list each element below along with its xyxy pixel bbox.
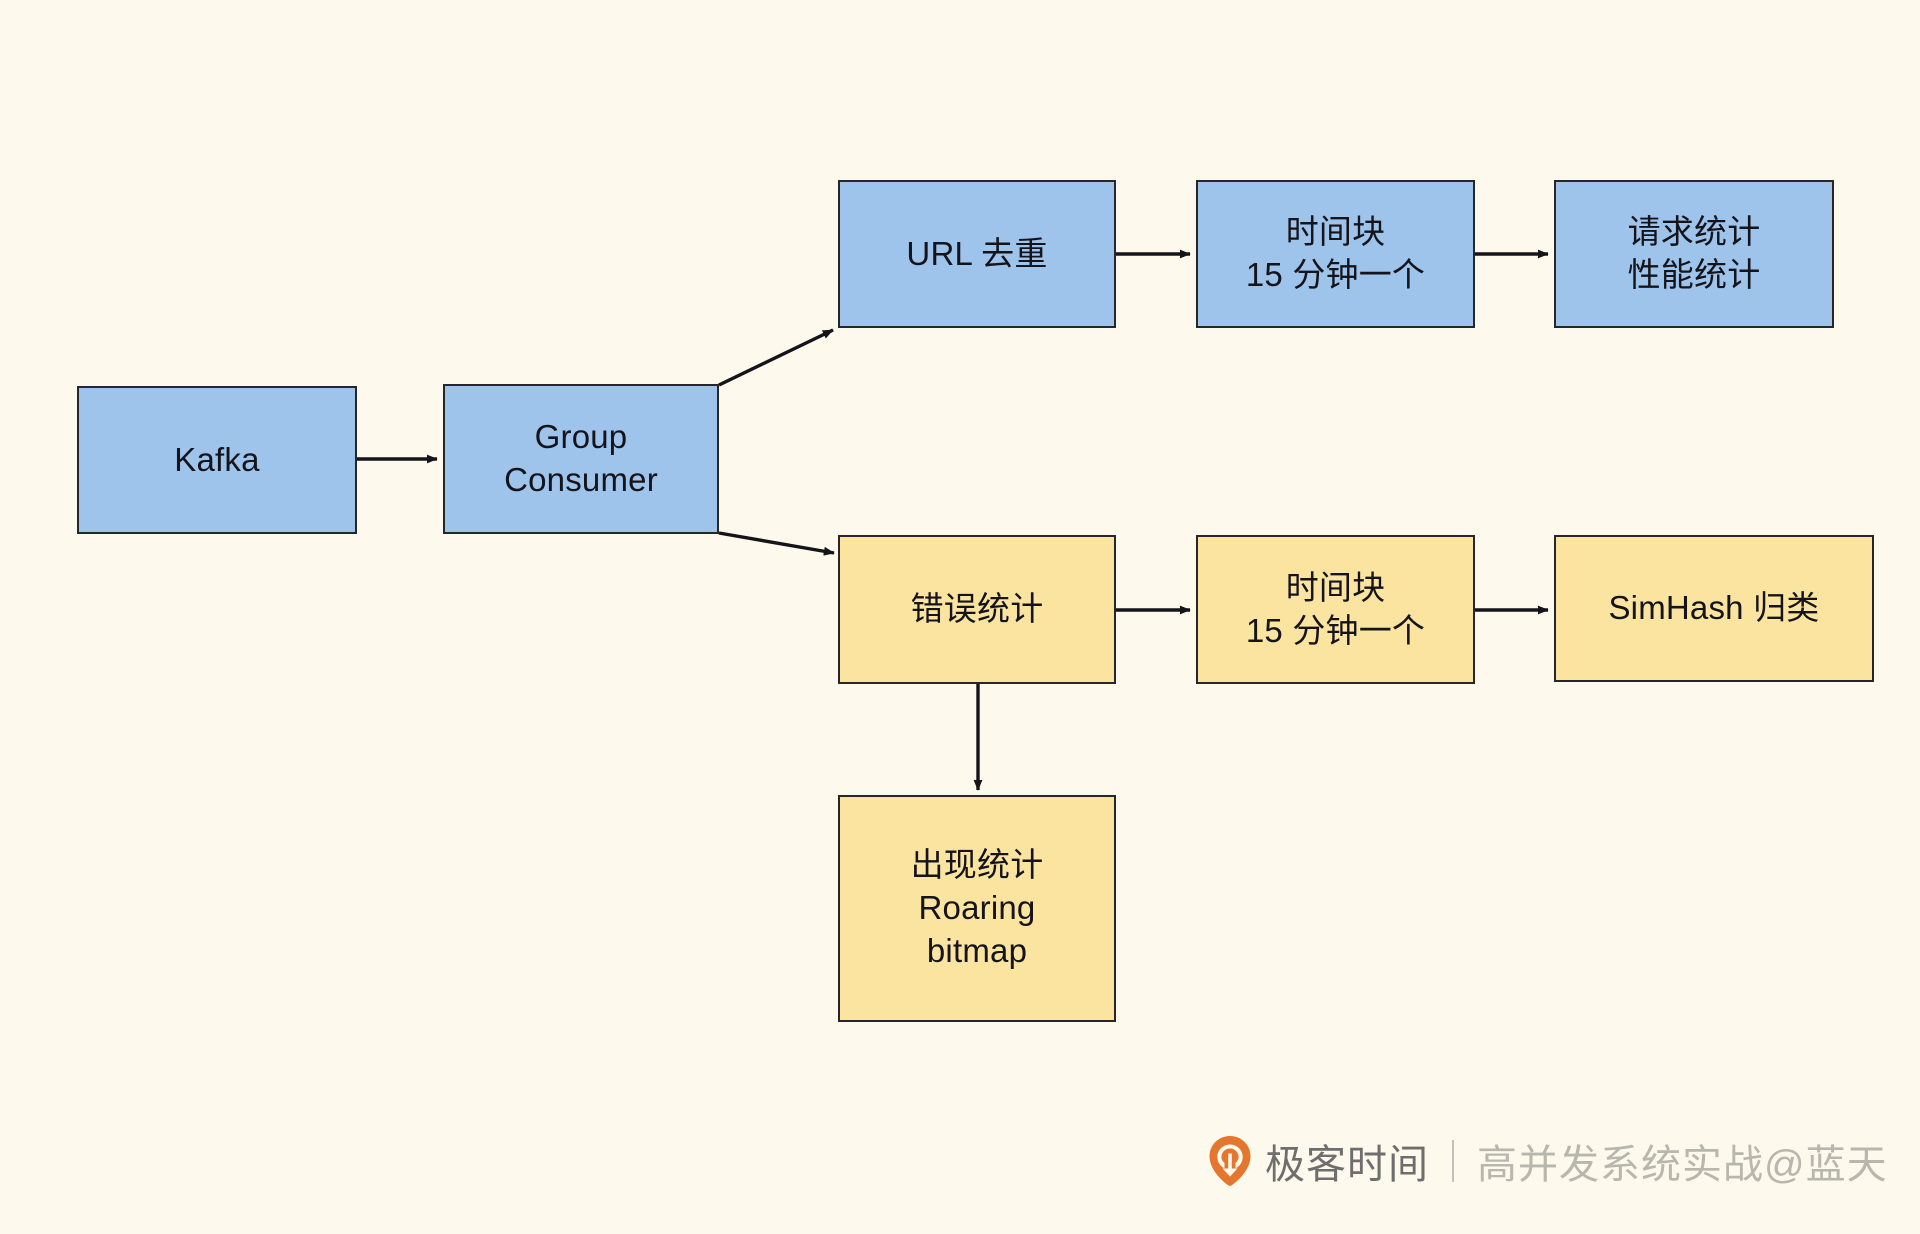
- node-timeblock-performance[interactable]: 时间块 15 分钟一个: [1196, 180, 1475, 328]
- node-kafka-label: Kafka: [174, 440, 260, 478]
- node-timeblock-performance-label-line1: 时间块: [1285, 213, 1386, 251]
- node-error-stats[interactable]: 错误统计: [838, 535, 1116, 684]
- node-timeblock-error[interactable]: 时间块 15 分钟一个: [1196, 535, 1475, 684]
- node-request-stats-label-line1: 请求统计: [1627, 213, 1761, 251]
- node-request-stats-label-line2: 性能统计: [1627, 256, 1761, 293]
- node-occurrence-stats-label-line1: 出现统计: [910, 846, 1044, 884]
- node-group-consumer-label-line1: Group: [534, 418, 628, 456]
- node-occurrence-stats-label-line2: Roaring: [918, 889, 1036, 927]
- node-url-dedupe-label: URL 去重: [906, 234, 1048, 272]
- watermark-brand: 极客时间: [1265, 1143, 1429, 1187]
- edge-group-consumer-to-error-stats: [718, 531, 835, 556]
- node-simhash-classify-label: SimHash 归类: [1608, 589, 1820, 627]
- node-occurrence-stats-label-line3: bitmap: [926, 931, 1028, 969]
- node-occurrence-stats[interactable]: 出现统计 Roaring bitmap: [838, 795, 1116, 1022]
- node-error-stats-label: 错误统计: [910, 590, 1044, 628]
- watermark-divider: [1452, 1140, 1454, 1182]
- node-kafka[interactable]: Kafka: [77, 386, 357, 534]
- geekbang-pin-icon: [1209, 1136, 1251, 1186]
- node-group-consumer[interactable]: Group Consumer: [443, 384, 719, 534]
- node-timeblock-error-label-line2: 15 分钟一个: [1245, 611, 1426, 649]
- node-group-consumer-label-line2: Consumer: [504, 461, 658, 498]
- node-url-dedupe[interactable]: URL 去重: [838, 180, 1116, 328]
- watermark: 极客时间 高并发系统实战@蓝天: [1208, 1132, 1888, 1190]
- node-request-stats[interactable]: 请求统计 性能统计: [1554, 180, 1834, 328]
- watermark-course: 高并发系统实战@蓝天: [1477, 1143, 1888, 1187]
- node-timeblock-performance-label-line2: 15 分钟一个: [1245, 256, 1426, 293]
- node-timeblock-error-label-line1: 时间块: [1285, 568, 1386, 606]
- edge-group-consumer-to-url-dedupe: [718, 328, 834, 387]
- node-simhash-classify[interactable]: SimHash 归类: [1554, 535, 1874, 682]
